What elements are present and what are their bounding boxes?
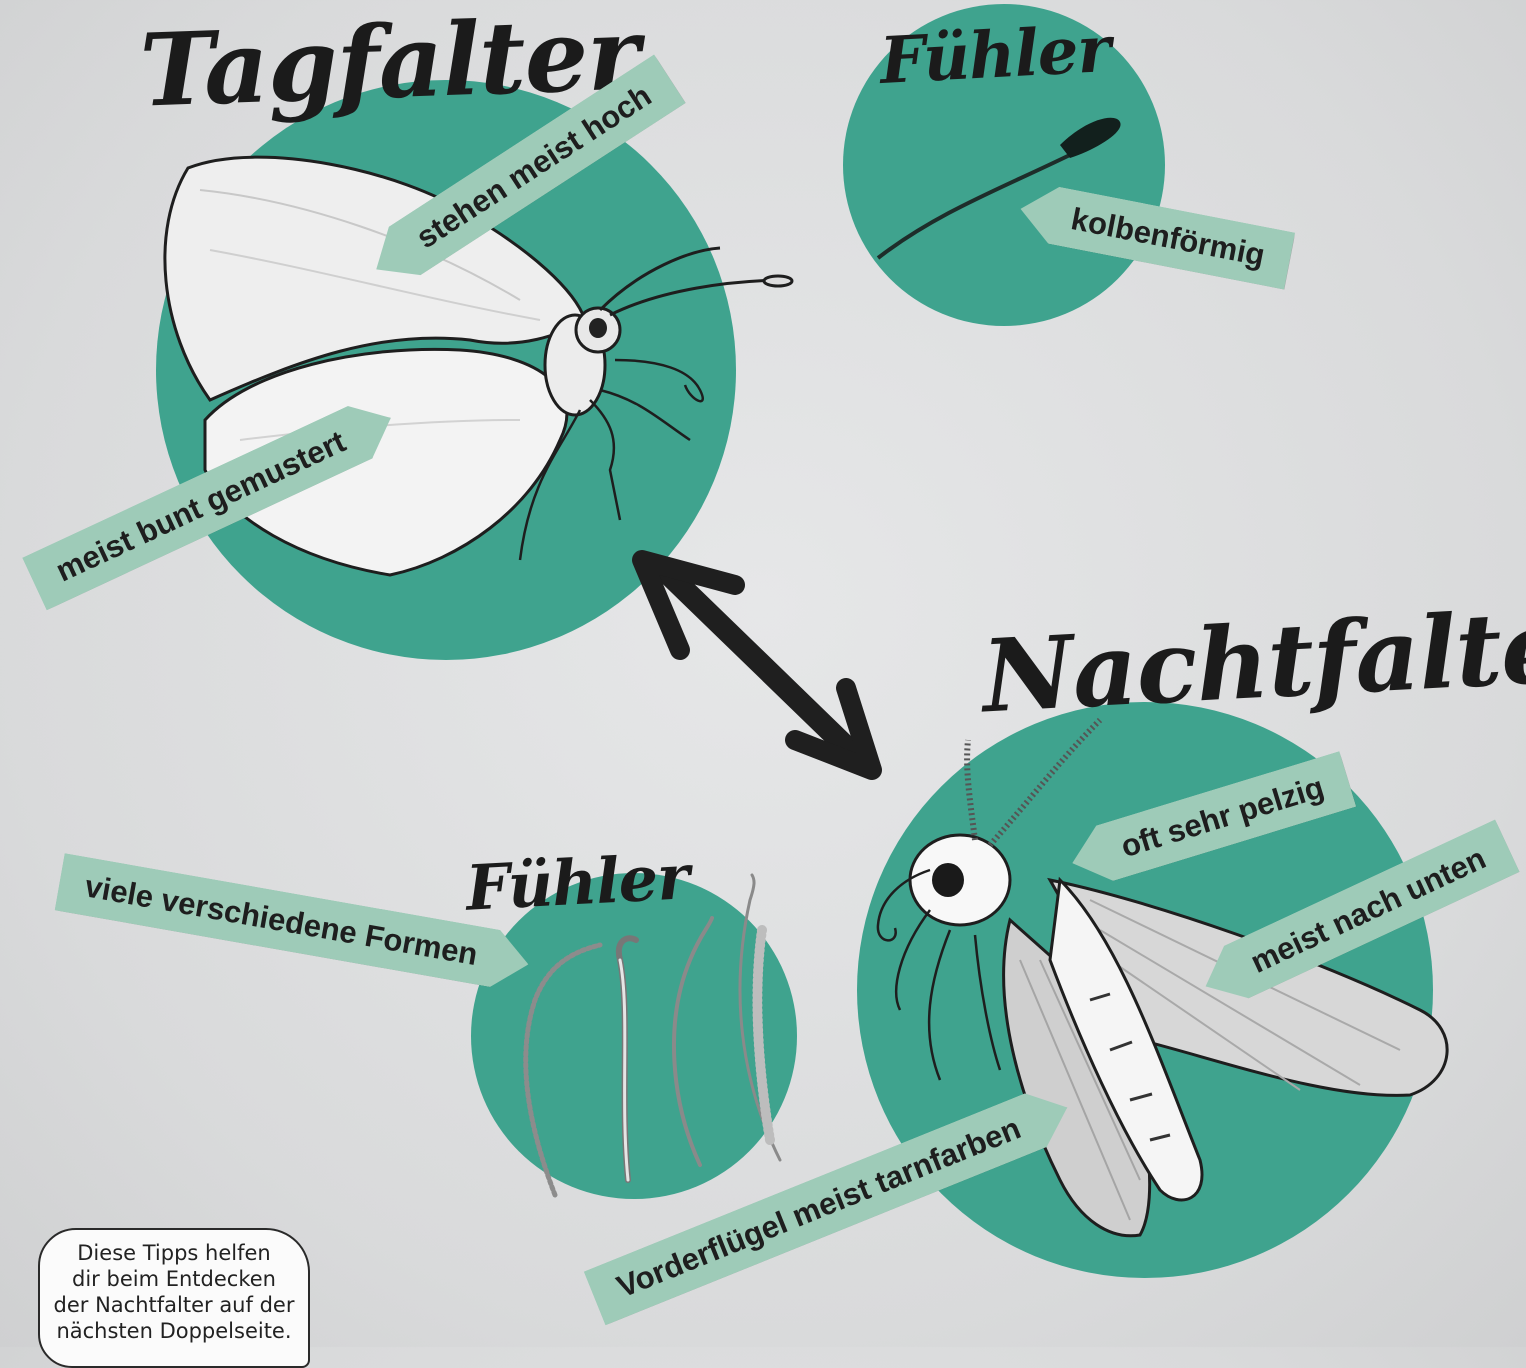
title-fuehler-bottom: Fühler <box>465 846 691 920</box>
tip-line: dir beim Entdecken <box>52 1266 296 1292</box>
double-arrow-icon <box>642 560 872 770</box>
tip-line: Diese Tipps helfen <box>52 1240 296 1266</box>
tip-note: Diese Tipps helfen dir beim Entdecken de… <box>38 1228 310 1368</box>
tip-line: nächsten Doppelseite. <box>52 1318 296 1344</box>
title-nachtfalter: Nachtfalter <box>980 593 1526 726</box>
title-tagfalter: Tagfalter <box>138 3 640 120</box>
tip-line: der Nachtfalter auf der <box>52 1292 296 1318</box>
title-fuehler-top: Fühler <box>878 18 1111 94</box>
